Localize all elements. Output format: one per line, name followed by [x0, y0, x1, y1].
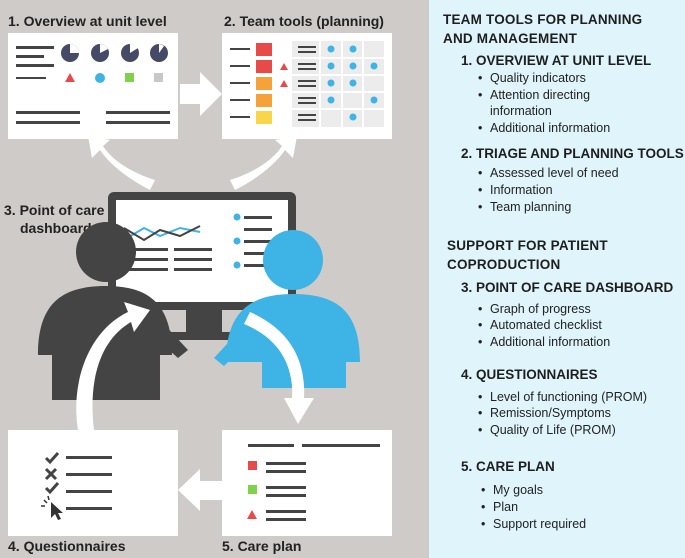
square-icon [154, 73, 163, 82]
label-team-tools: 2. Team tools (planning) [224, 13, 384, 29]
heading-support-1: SUPPORT FOR PATIENT [447, 238, 608, 253]
list-item: Attention directing [478, 88, 590, 102]
arrow-curve-down-icon [244, 312, 314, 424]
list-item: Additional information [478, 121, 610, 135]
list-item: Information [478, 183, 552, 197]
pie-icon [91, 44, 109, 62]
pie-icon [150, 44, 168, 62]
section-questionnaires: 4. QUESTIONNAIRES [461, 367, 598, 382]
pie-icon [61, 44, 79, 62]
arrow-curve-up-icon [76, 302, 150, 430]
team-tools-card [222, 33, 392, 139]
list-item: Support required [481, 517, 586, 531]
list-item: My goals [481, 483, 543, 497]
circle-icon [95, 73, 105, 83]
questionnaires-card [8, 430, 178, 536]
arrow-up-right-icon [230, 136, 297, 190]
list-item: Plan [481, 500, 518, 514]
arrow-right-icon [180, 72, 222, 116]
list-item: Graph of progress [478, 302, 591, 316]
label-point-of-care-1: 3. Point of care [4, 202, 105, 218]
overview-indicators [61, 43, 168, 83]
arrow-up-left-icon [88, 136, 155, 190]
pie-icon [121, 43, 139, 62]
care-plan-card [222, 430, 392, 536]
checklist [41, 452, 112, 520]
label-overview: 1. Overview at unit level [8, 13, 167, 29]
section-overview: 1. OVERVIEW AT UNIT LEVEL [461, 53, 652, 68]
overview-card [8, 33, 178, 139]
cursor-icon [41, 495, 63, 520]
arrow-left-icon [178, 469, 222, 511]
triangle-icon [65, 73, 75, 82]
list-item: Quality of Life (PROM) [478, 423, 616, 437]
label-care-plan: 5. Care plan [222, 538, 302, 554]
list-item: Team planning [478, 200, 571, 214]
list-item: Assessed level of need [478, 166, 619, 180]
diagram-area: 1. Overview at unit level 2. Team tools … [0, 0, 429, 558]
section-care-plan: 5. CARE PLAN [461, 459, 555, 474]
dashboard-illustration [38, 72, 360, 511]
heading-support-2: COPRODUCTION [447, 257, 561, 272]
section-triage: 2. TRIAGE AND PLANNING TOOLS [461, 146, 684, 161]
square-icon [125, 73, 134, 82]
list-item-continued: information [490, 104, 552, 118]
legend-panel: TEAM TOOLS FOR PLANNING AND MANAGEMENT 1… [429, 0, 685, 558]
list-item: Level of functioning (PROM) [478, 390, 647, 404]
label-point-of-care-2: dashboard [20, 220, 92, 236]
heading-team-tools-1: TEAM TOOLS FOR PLANNING [443, 12, 643, 27]
heading-team-tools-2: AND MANAGEMENT [443, 31, 578, 46]
list-item: Automated checklist [478, 318, 602, 332]
label-questionnaires: 4. Questionnaires [8, 538, 126, 554]
section-point-of-care: 3. POINT OF CARE DASHBOARD [461, 280, 674, 295]
list-item: Remission/Symptoms [478, 406, 611, 420]
list-item: Additional information [478, 335, 610, 349]
care-plan-list [247, 444, 380, 521]
planning-grid [230, 41, 384, 127]
list-item: Quality indicators [478, 71, 586, 85]
